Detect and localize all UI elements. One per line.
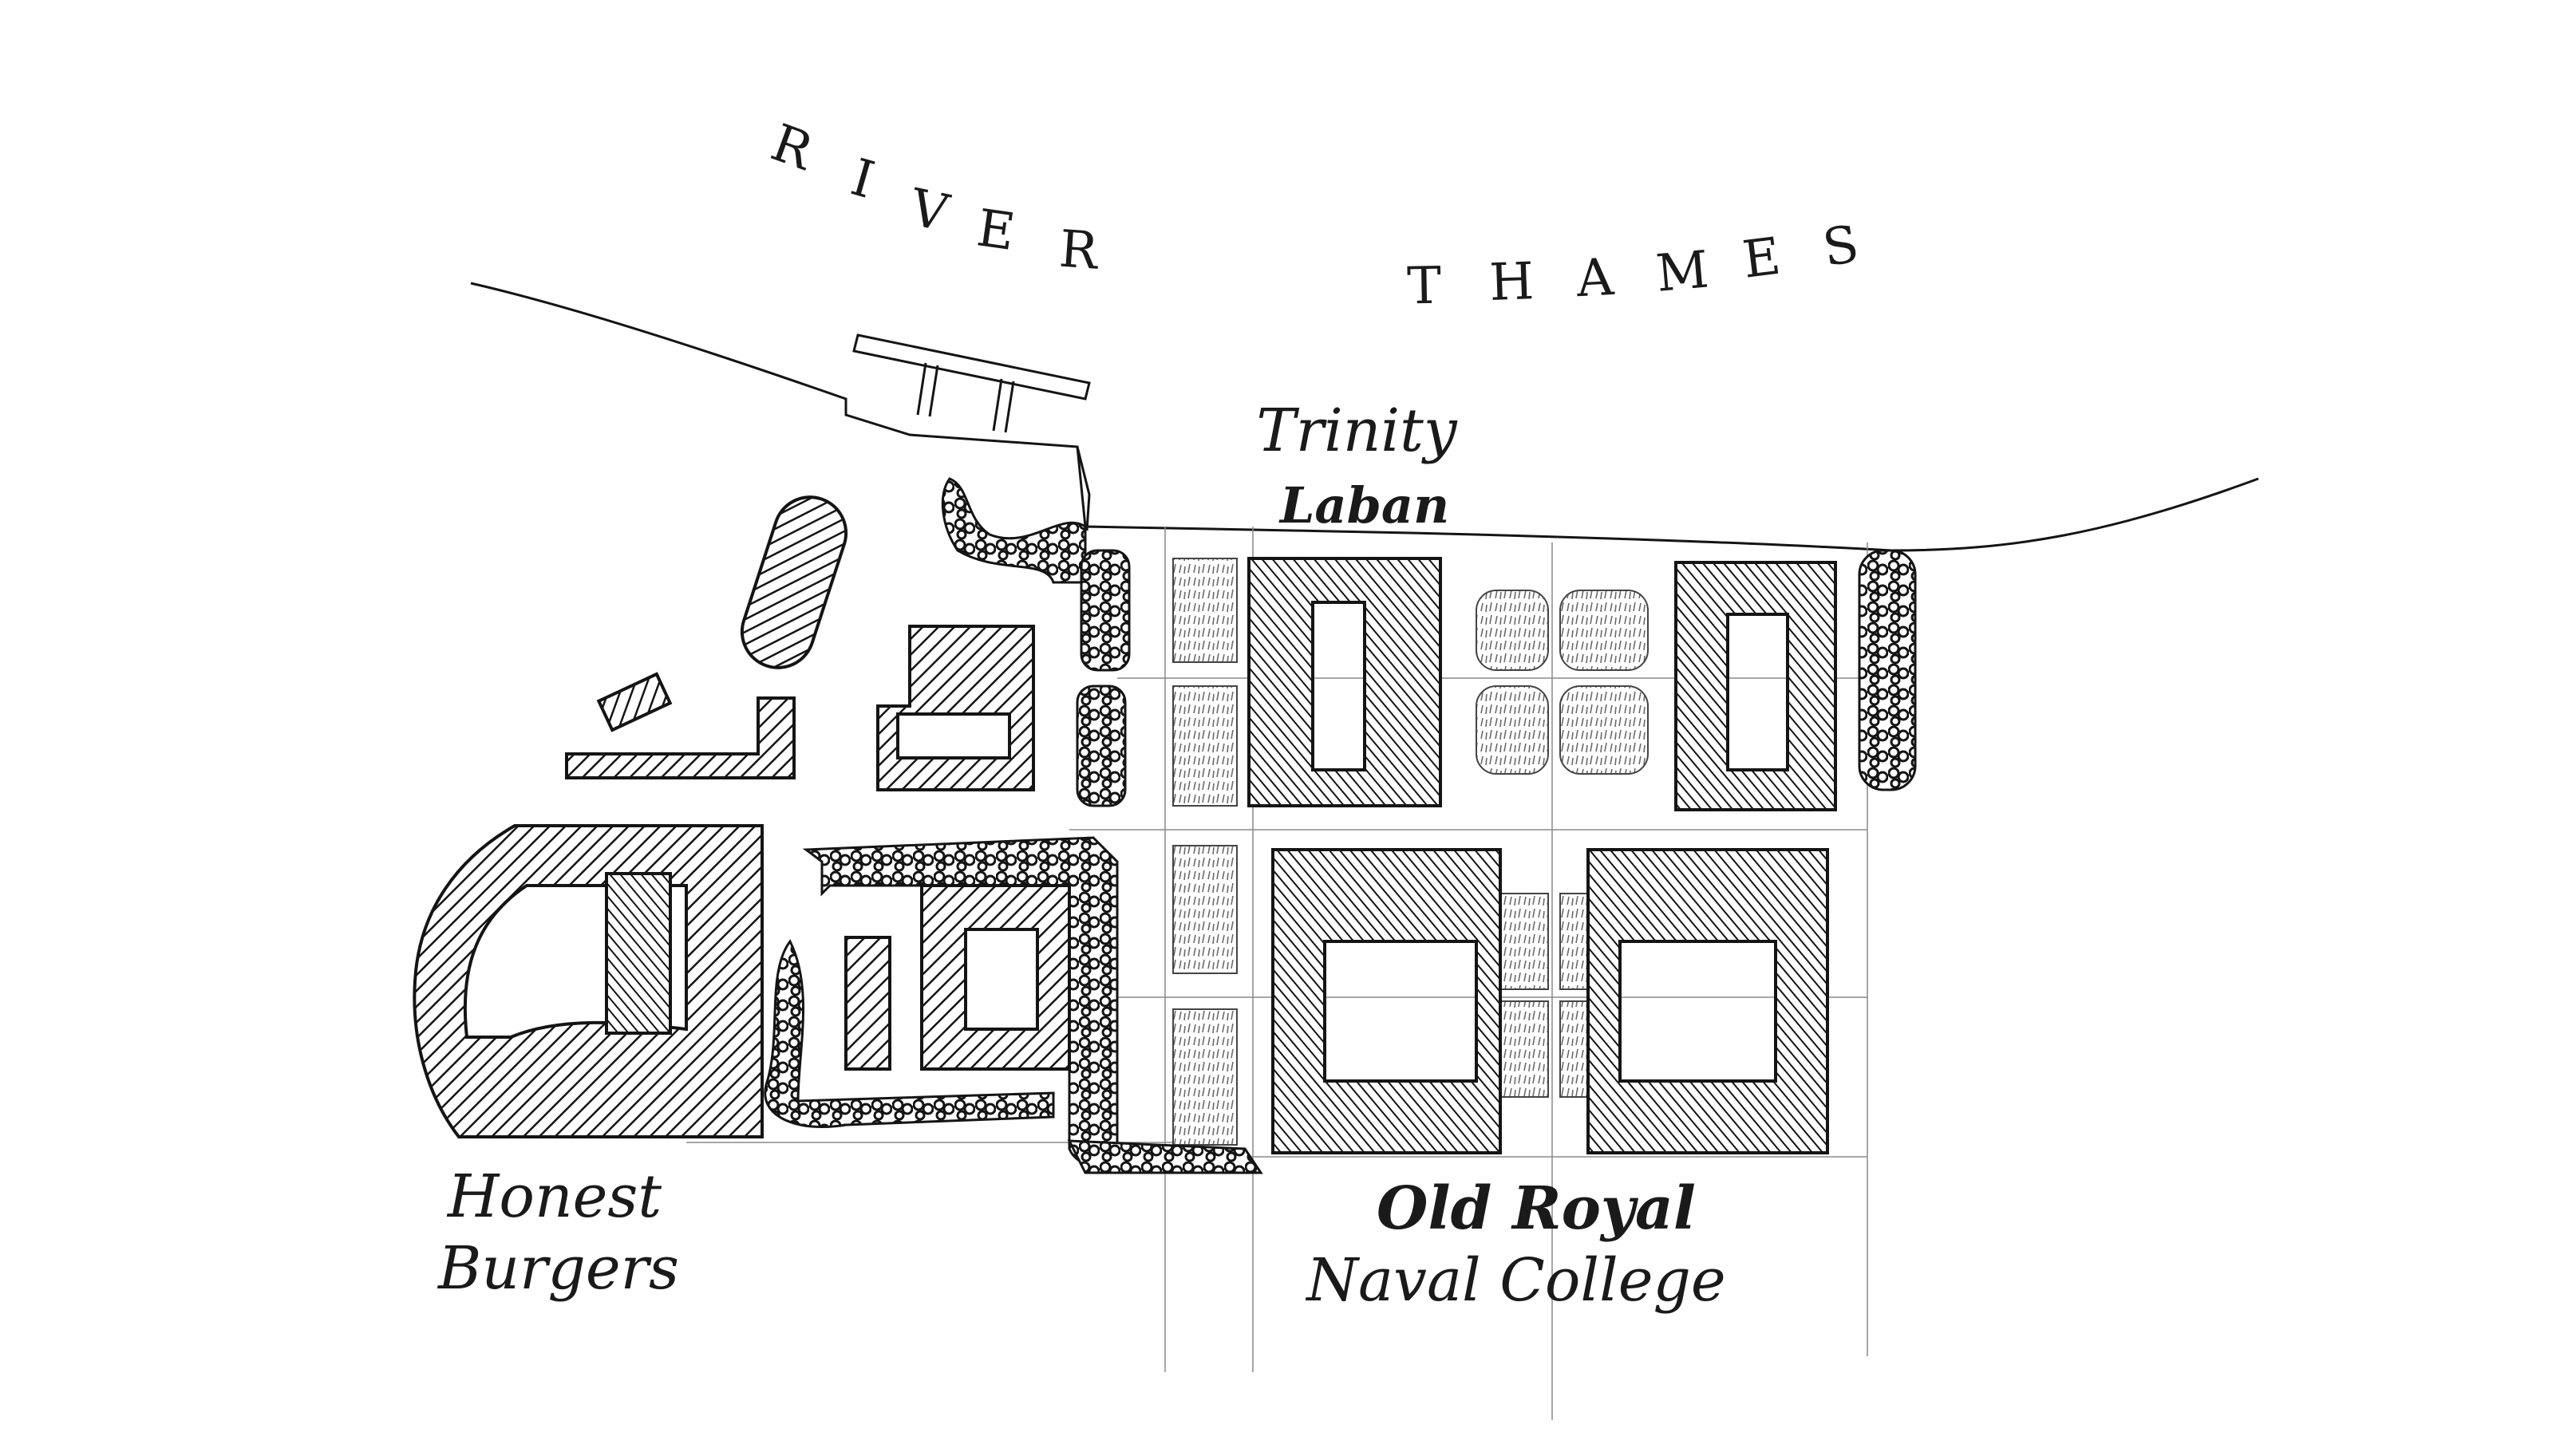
honest-burgers-label-line-2: Burgers	[437, 1234, 679, 1303]
lawns	[1172, 558, 1649, 1146]
trinity-laban-building	[876, 625, 1035, 791]
riverside-wall	[1076, 446, 1091, 531]
queen-anne-building-north	[1247, 557, 1442, 807]
oval-building	[740, 495, 848, 669]
pier	[852, 333, 1091, 433]
king-william-court	[1271, 848, 1502, 1154]
honest-burgers-label-line-1: Honest	[446, 1162, 662, 1231]
river-letter: R	[1057, 219, 1101, 281]
narrow-block	[844, 936, 891, 1071]
river-letter: S	[1819, 215, 1863, 278]
river-label: R I V E R T H A M E S	[764, 113, 1863, 316]
river-letter: E	[1740, 227, 1784, 290]
old-royal-naval-college-label-line-2: Naval College	[1305, 1246, 1725, 1315]
river-letter: H	[1488, 252, 1535, 313]
river-letter: R	[764, 113, 821, 183]
river-letter: E	[974, 199, 1019, 262]
river-letter: M	[1653, 240, 1711, 303]
river-letter: V	[904, 178, 954, 244]
queen-mary-building-north	[1674, 561, 1837, 811]
river-letter: I	[844, 148, 880, 211]
old-royal-naval-college-label-line-1: Old Royal	[1377, 1174, 1696, 1243]
trinity-laban-label-line-1: Trinity	[1256, 397, 1457, 465]
river-bank-line	[470, 282, 2259, 552]
pepys-building	[920, 884, 1071, 1071]
trinity-laban-label-line-2: Laban	[1278, 476, 1449, 535]
honest-burgers-building	[413, 824, 764, 1138]
queen-mary-court	[1586, 848, 1829, 1154]
place-labels: Trinity Laban Honest Burgers Old Royal N…	[437, 397, 1726, 1315]
small-block	[596, 672, 673, 732]
buildings	[413, 495, 1837, 1154]
l-wall	[565, 696, 796, 779]
river-letter: T	[1407, 257, 1442, 317]
river-letter: A	[1574, 248, 1616, 309]
hedges	[764, 477, 1917, 1174]
